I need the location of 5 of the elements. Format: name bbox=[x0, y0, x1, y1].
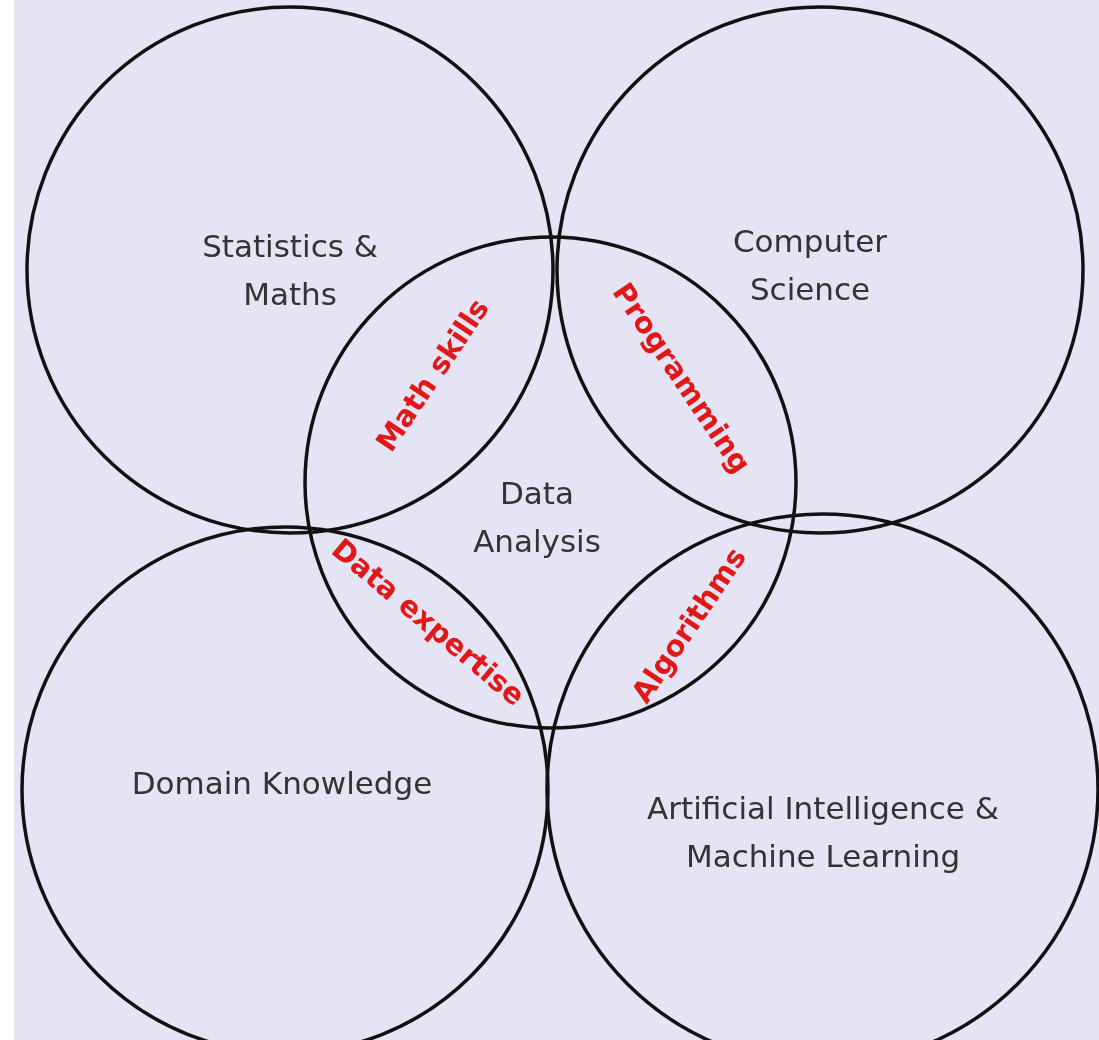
circle-label: Artificial Intelligence & Machine Learning bbox=[646, 789, 1000, 876]
circle-label: Computer Science bbox=[732, 222, 889, 307]
circle-label: Data Analysis bbox=[472, 474, 602, 561]
circle-label: Statistics & Maths bbox=[201, 227, 379, 314]
circle-label: Domain Knowledge bbox=[130, 764, 434, 803]
